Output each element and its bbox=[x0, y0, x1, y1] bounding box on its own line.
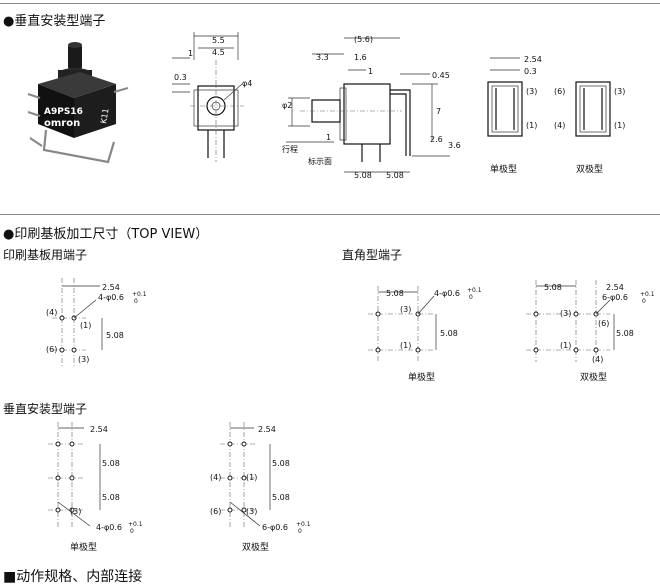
side-b: 1 bbox=[368, 67, 373, 76]
side-left: 3.3 bbox=[316, 53, 329, 62]
product-brand-text: omron bbox=[44, 118, 80, 129]
side-dia: φ2 bbox=[282, 101, 292, 110]
ra2-tol-up: +0.1 bbox=[640, 291, 655, 298]
ra2-t6: (6) bbox=[598, 319, 609, 328]
pcb1-tol-dn: 0 bbox=[134, 298, 138, 305]
ra1-tol-up: +0.1 bbox=[467, 287, 482, 294]
end-pitch: 2.54 bbox=[524, 55, 542, 64]
ra1-pitch: 5.08 bbox=[386, 289, 404, 298]
front-view-drawing: 5.5 4.5 1 0.3 φ4 bbox=[172, 32, 252, 162]
ra2-height: 5.08 bbox=[616, 329, 634, 338]
ra2-t4: (4) bbox=[592, 355, 603, 364]
side-view-drawing: (5.6) 3.3 1.6 1 0.45 φ2 7 2.6 3.6 1 行程 标… bbox=[282, 35, 461, 180]
side-d1: 2.6 bbox=[430, 135, 443, 144]
end-small: 0.3 bbox=[524, 67, 537, 76]
end-double-t6: (6) bbox=[554, 87, 565, 96]
side-height: 7 bbox=[436, 107, 441, 116]
section-rule bbox=[0, 214, 660, 215]
ra2-t3: (3) bbox=[560, 309, 571, 318]
front-width-outer: 5.5 bbox=[212, 36, 225, 45]
side-d2: 3.6 bbox=[448, 141, 461, 150]
front-dia: φ4 bbox=[242, 79, 252, 88]
vd-pitch2a: 5.08 bbox=[272, 459, 290, 468]
vs-t3: (3) bbox=[70, 507, 81, 516]
pcb1-t1: (1) bbox=[80, 321, 91, 330]
side-total: (5.6) bbox=[354, 35, 373, 44]
top-rule bbox=[0, 3, 660, 4]
pcb1-pitch: 2.54 bbox=[102, 283, 120, 292]
end-single-label: 单极型 bbox=[490, 163, 517, 175]
ra2-label: 双极型 bbox=[580, 371, 607, 383]
side-c: 0.45 bbox=[432, 71, 450, 80]
right-angle-subtitle: 直角型端子 bbox=[342, 248, 403, 262]
product-illustration: A9PS16 omron K11 bbox=[27, 42, 129, 164]
side-stroke: 行程 bbox=[282, 144, 298, 154]
bottom-section-title: ■动作规格、内部连接 bbox=[3, 569, 143, 585]
vs-label: 单极型 bbox=[70, 541, 97, 553]
pcb1-t6: (6) bbox=[46, 345, 57, 354]
vd-tol-up: +0.1 bbox=[296, 521, 311, 528]
vd-hole: 6-φ0.6 bbox=[262, 523, 288, 532]
ra1-label: 单极型 bbox=[408, 371, 435, 383]
ra1-height: 5.08 bbox=[440, 329, 458, 338]
pcb1-hole: 4-φ0.6 bbox=[98, 293, 124, 302]
pcb-section-title: ●印刷基板加工尺寸（TOP VIEW） bbox=[3, 227, 209, 242]
vs-pitch: 2.54 bbox=[90, 425, 108, 434]
vd-pitch2b: 5.08 bbox=[272, 493, 290, 502]
pcb1-t3: (3) bbox=[78, 355, 89, 364]
ra1-hole: 4-φ0.6 bbox=[434, 289, 460, 298]
vs-tol-dn: 0 bbox=[130, 528, 134, 535]
ra2-pitch: 2.54 bbox=[606, 283, 624, 292]
vertical-single-drawing: 2.54 5.08 5.08 (3) 4-φ0.6 +0.1 0 单极型 bbox=[48, 422, 143, 553]
vertical-section-title: ●垂直安装型端子 bbox=[3, 14, 106, 29]
ra1-t1: (1) bbox=[400, 341, 411, 350]
end-views-drawing: 2.54 0.3 (3) (1) 单极型 (6) (3) (4) (1) 双极型 bbox=[487, 55, 625, 175]
side-panel: 标示面 bbox=[308, 156, 332, 166]
pcb-terminal-drawing: 2.54 4-φ0.6 +0.1 0 (4) (1) (6) (3) 5.08 bbox=[46, 278, 147, 366]
pcb1-t4: (4) bbox=[46, 308, 57, 317]
vd-t1: (1) bbox=[246, 473, 257, 482]
end-double-label: 双极型 bbox=[576, 163, 603, 175]
end-double-t1: (1) bbox=[614, 121, 625, 130]
front-width-inner: 4.5 bbox=[212, 48, 225, 57]
pcb1-pitch2: 5.08 bbox=[106, 331, 124, 340]
vd-t4: (4) bbox=[210, 473, 221, 482]
side-a: 1.6 bbox=[354, 53, 367, 62]
ra2-hole: 6-φ0.6 bbox=[602, 293, 628, 302]
product-mark-text: K11 bbox=[99, 108, 111, 125]
ra1-t3: (3) bbox=[400, 305, 411, 314]
vertical-terminal-subtitle: 垂直安装型端子 bbox=[3, 402, 88, 416]
end-single-t3: (3) bbox=[526, 87, 537, 96]
vs-tol-up: +0.1 bbox=[128, 521, 143, 528]
ra2-pitch2: 5.08 bbox=[544, 283, 562, 292]
front-dim-b: 0.3 bbox=[174, 73, 187, 82]
side-p2: 5.08 bbox=[386, 171, 404, 180]
ra2-t1: (1) bbox=[560, 341, 571, 350]
vd-label: 双极型 bbox=[242, 541, 269, 553]
vs-pitch2a: 5.08 bbox=[102, 459, 120, 468]
side-p1: 5.08 bbox=[354, 171, 372, 180]
vd-t3: (3) bbox=[246, 507, 257, 516]
vertical-double-drawing: 2.54 5.08 5.08 (4) (1) (6) (3) 6-φ0.6 +0… bbox=[210, 422, 311, 553]
pcb1-tol-up: +0.1 bbox=[132, 291, 147, 298]
vd-tol-dn: 0 bbox=[298, 528, 302, 535]
vs-pitch2b: 5.08 bbox=[102, 493, 120, 502]
side-one: 1 bbox=[326, 133, 331, 142]
vs-hole: 4-φ0.6 bbox=[96, 523, 122, 532]
vd-t6: (6) bbox=[210, 507, 221, 516]
product-model-text: A9PS16 bbox=[44, 107, 83, 117]
ra1-tol-dn: 0 bbox=[469, 294, 473, 301]
front-dim-a: 1 bbox=[188, 49, 193, 58]
pcb-terminal-subtitle: 印刷基板用端子 bbox=[3, 248, 88, 262]
right-angle-single-drawing: 5.08 4-φ0.6 +0.1 0 (3) (1) 5.08 单极型 bbox=[368, 286, 482, 383]
right-angle-double-drawing: 5.08 2.54 6-φ0.6 +0.1 0 (3) (6) (1) (4) … bbox=[526, 280, 655, 383]
end-double-t3: (3) bbox=[614, 87, 625, 96]
vd-pitch: 2.54 bbox=[258, 425, 276, 434]
ra2-tol-dn: 0 bbox=[642, 298, 646, 305]
end-single-t1: (1) bbox=[526, 121, 537, 130]
end-double-t4: (4) bbox=[554, 121, 565, 130]
